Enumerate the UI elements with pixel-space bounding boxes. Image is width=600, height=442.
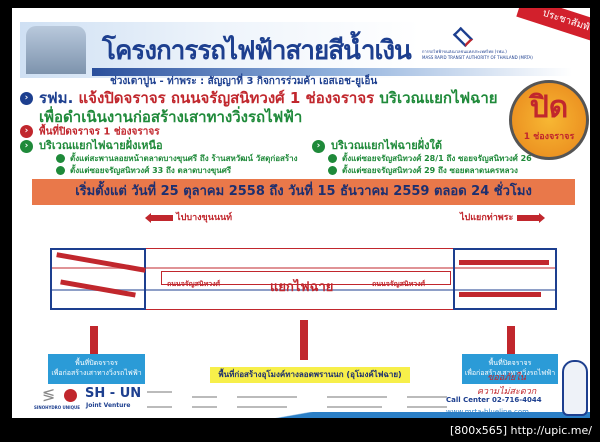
poster: โครงการรถไฟฟ้าสายสีน้ำเงิน ช่วงเตาปูน - … (12, 8, 590, 418)
arrow-up-icon (90, 326, 98, 354)
south-title-text: บริเวณแยกไฟฉายฝั่งใต้ (331, 139, 442, 152)
sinohydro-logo-icon: ≶ (42, 385, 56, 404)
header-line (92, 68, 572, 76)
south-item: ตั้งแต่ซอยจรัญสนิทวงศ์ 28/1 ถึง ซอยจรัญส… (328, 153, 532, 164)
page-title: โครงการรถไฟฟ้าสายสีน้ำเงิน (102, 36, 412, 66)
org-th: การรถไฟฟ้าขนส่งมวลชนแห่งประเทศไทย (รฟม.) (422, 49, 507, 54)
watermark: [800x565] http://upic.me/ (449, 424, 592, 437)
to-right-label: ไปแยกท่าพระ (460, 210, 545, 224)
chevron-icon: › (20, 125, 33, 138)
headline-line2: เพื่อดำเนินงานก่อสร้างเสาทางวิ่งรถไฟฟ้า (39, 108, 303, 126)
closed-box-right: พื้นที่ปิดจราจรเพื่อก่อสร้างเสาทางวิ่งรถ… (462, 354, 558, 384)
closure-zone-right (453, 248, 557, 310)
tunnel-label: พื้นที่ก่อสร้างอุโมงค์ทางลอดพรานนก (อุโม… (210, 367, 410, 383)
closure-badge: ปิด 1 ช่องจราจร (509, 80, 589, 160)
south-title: › บริเวณแยกไฟฉายฝั่งใต้ (312, 139, 442, 153)
junction-label: แยกไฟฉาย (270, 280, 334, 295)
closure-area: › พื้นที่ปิดจราจร 1 ช่องจราจร (20, 125, 160, 140)
call-center: Call Center 02-716-4044 (446, 396, 542, 404)
road-label: ถนนจรัญสนิทวงศ์ (167, 280, 221, 288)
badge-small: 1 ช่องจราจร (523, 132, 575, 142)
train-image (26, 26, 86, 74)
south-item: ตั้งแต่ซอยจรัญสนิทวงศ์ 29 ถึง ซอยตลาดนคร… (328, 165, 518, 176)
jv-sub: Joint Venture (86, 402, 131, 409)
north-title: › บริเวณแยกไฟฉายฝั่งเหนือ (20, 139, 163, 153)
unique-logo-icon (64, 389, 77, 402)
period-band: เริ่มตั้งแต่ วันที่ 25 ตุลาคม 2558 ถึง ว… (32, 179, 575, 205)
logos-text: SINOHYDRO UNIQUE (34, 405, 81, 410)
headline-p3: บริเวณแยกไฟฉาย (379, 89, 498, 107)
arrow-up-icon (300, 320, 308, 360)
arrow-up-icon (507, 326, 515, 354)
org-en: MASS RAPID TRANSIT AUTHORITY OF THAILAND… (422, 55, 533, 60)
closed-box-left: พื้นที่ปิดจราจรเพื่อก่อสร้างเสาทางวิ่งรถ… (48, 354, 145, 384)
jv-name: SH - UN (85, 386, 142, 401)
to-left-label: ไปบางขุนนนท์ (145, 210, 232, 224)
website-link[interactable]: www.mrta-blueline.com (446, 408, 529, 416)
closure-zone-left (50, 248, 146, 310)
chevron-icon: › (20, 92, 33, 105)
subtitle: ช่วงเตาปูน - ท่าพระ : สัญญาที่ 3 กิจการร… (110, 76, 378, 87)
chevron-icon: › (312, 139, 325, 153)
north-title-text: บริเวณแยกไฟฉายฝั่งเหนือ (39, 139, 163, 152)
mascot-image (562, 360, 588, 416)
chevron-icon: › (20, 139, 33, 153)
headline-p2: แจ้งปิดจราจร ถนนจรัญสนิทวงศ์ 1 ช่องจราจร (78, 89, 380, 107)
north-item: ตั้งแต่ซอยจรัญสนิทวงศ์ 33 ถึง ตลาดบางขุน… (56, 165, 231, 176)
north-item: ตั้งแต่สะพานลอยหน้าตลาดบางขุนศรี ถึง ร้า… (56, 153, 298, 164)
headline: › รฟม. แจ้งปิดจราจร ถนนจรัญสนิทวงศ์ 1 ช่อ… (20, 86, 498, 110)
headline-p1: รฟม. (39, 89, 79, 107)
footer-swoosh (12, 412, 590, 418)
road-label: ถนนจรัญสนิทวงศ์ (372, 280, 426, 288)
closure-area-text: พื้นที่ปิดจราจร 1 ช่องจราจร (39, 126, 160, 138)
apology: ขออภัยในความไม่สะดวก (477, 373, 537, 397)
ribbon: ประชาสัมพันธ์ (516, 8, 590, 51)
badge-big: ปิด (529, 90, 569, 125)
